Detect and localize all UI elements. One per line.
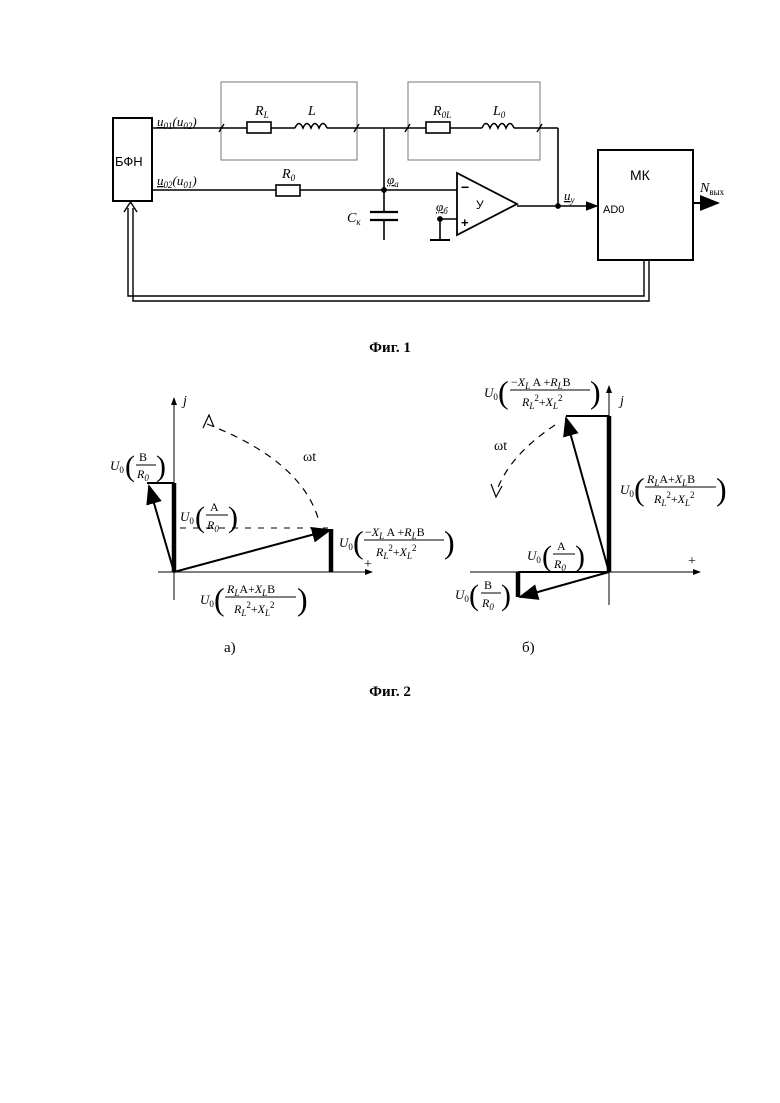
u02-label: u02(u01)	[157, 173, 197, 190]
rl-label: RL	[254, 104, 269, 120]
r0l-label: R0L	[432, 104, 451, 120]
svg-text:U0: U0	[455, 587, 469, 604]
mk-label: МК	[630, 167, 651, 183]
omega-t-b: ωt	[494, 439, 507, 454]
svg-text:(: (	[469, 579, 479, 612]
feedback-bus	[128, 208, 644, 296]
ad0-label: AD0	[603, 204, 624, 216]
svg-text:RL2+XL2: RL2+XL2	[653, 490, 695, 508]
phi-b-label: φб	[436, 199, 448, 216]
svg-text:B: B	[484, 578, 492, 592]
svg-text:U0: U0	[110, 458, 124, 475]
svg-text:): )	[156, 450, 166, 483]
svg-text:): )	[297, 581, 308, 617]
reference-box	[408, 82, 540, 160]
svg-text:B: B	[139, 450, 147, 464]
rotation-arc-b	[497, 425, 555, 490]
resistor-rl	[247, 122, 271, 133]
r0-label: R0	[281, 167, 296, 183]
svg-text:R0: R0	[136, 467, 149, 483]
fig1-caption: Фиг. 1	[369, 340, 411, 356]
svg-text:): )	[228, 501, 238, 534]
axis-j-a: j	[181, 394, 187, 409]
svg-text:(: (	[498, 374, 509, 410]
inductor-l0	[482, 124, 514, 129]
svg-text:U0: U0	[180, 509, 194, 526]
phasor-main-b	[566, 418, 609, 572]
svg-text:RL2+XL2: RL2+XL2	[233, 600, 275, 618]
u01-label: u01(u02)	[157, 114, 197, 131]
svg-text:): )	[590, 374, 601, 410]
svg-text:(: (	[634, 471, 645, 507]
fig2-caption: Фиг. 2	[369, 684, 411, 700]
svg-text:): )	[716, 471, 727, 507]
resistor-r0l	[426, 122, 450, 133]
label-imag-a: U0 ( −XL A +RLB RL2+XL2 )	[339, 524, 455, 561]
amp-minus: −	[461, 179, 469, 195]
svg-text:U0: U0	[200, 592, 214, 609]
svg-text:A: A	[557, 539, 566, 553]
svg-text:U0: U0	[620, 482, 634, 499]
axis-plus-a: +	[364, 557, 372, 572]
sensor-box	[221, 82, 357, 160]
label-a-r0-a: U0 ( A R0 )	[180, 500, 238, 534]
svg-text:R0: R0	[553, 557, 566, 573]
svg-text:A: A	[210, 500, 219, 514]
ck-label: Cк	[347, 211, 361, 227]
l-label: L	[307, 104, 316, 119]
svg-text:): )	[575, 540, 585, 573]
svg-text:U0: U0	[527, 548, 541, 565]
svg-text:R0: R0	[481, 596, 494, 612]
inductor-l	[295, 124, 327, 129]
amp-plus: +	[461, 215, 469, 230]
svg-text:(: (	[195, 501, 205, 534]
svg-text:−XL A +RLB: −XL A +RLB	[365, 525, 425, 541]
label-real-a: U0 ( RLA+XLB RL2+XL2 )	[200, 581, 308, 618]
node-output	[556, 204, 561, 209]
label-a-r0-b: U0 ( A R0 )	[527, 539, 585, 573]
resistor-r0	[276, 185, 300, 196]
svg-text:RL2+XL2: RL2+XL2	[375, 543, 417, 561]
svg-text:(: (	[125, 450, 135, 483]
label-real-b: U0 ( RLA+XLB RL2+XL2 )	[620, 471, 727, 508]
svg-text:−XL A +RLB: −XL A +RLB	[511, 375, 571, 391]
svg-text:(: (	[214, 581, 225, 617]
rotation-arc-a	[207, 424, 318, 518]
phasor-diagram-a	[147, 398, 372, 600]
axis-plus-b: +	[688, 554, 696, 569]
label-imag-b: U0 ( −XL A +RLB RL2+XL2 )	[484, 374, 601, 411]
svg-text:): )	[501, 579, 511, 612]
sub-b-label: б)	[522, 640, 535, 656]
svg-text:R0: R0	[206, 518, 219, 534]
phi-a-label: φа	[387, 172, 399, 189]
sub-a-label: а)	[224, 640, 236, 656]
svg-text:(: (	[353, 524, 364, 560]
l0-label: L0	[492, 104, 506, 120]
circuit-diagram	[113, 82, 718, 301]
uy-label: uу	[564, 188, 575, 205]
amp-label: У	[476, 198, 484, 212]
svg-text:U0: U0	[484, 385, 498, 402]
axis-j-b: j	[618, 394, 624, 409]
svg-text:(: (	[542, 540, 552, 573]
label-b-r0-b: U0 ( B R0 )	[455, 578, 511, 612]
omega-t-a: ωt	[303, 450, 316, 465]
svg-text:U0: U0	[339, 535, 353, 552]
svg-text:RLA+XLB: RLA+XLB	[226, 582, 275, 598]
phasor-labels-a: j + ωt U0 ( B R0 ) U0 ( A R0 ) U0 ( −XL …	[110, 394, 455, 656]
bfn-label: БФН	[115, 154, 143, 169]
svg-text:RLA+XLB: RLA+XLB	[646, 472, 695, 488]
svg-text:): )	[444, 524, 455, 560]
label-b-r0-a: U0 ( B R0 )	[110, 450, 166, 483]
nout-label: Nвых	[699, 181, 725, 197]
node-phi-a	[382, 188, 387, 193]
phasor-main-a	[174, 530, 330, 572]
svg-text:RL2+XL2: RL2+XL2	[521, 393, 563, 411]
circuit-labels: БФН МК AD0 У − + u01(u02) u02(u01) RL L …	[115, 104, 725, 230]
